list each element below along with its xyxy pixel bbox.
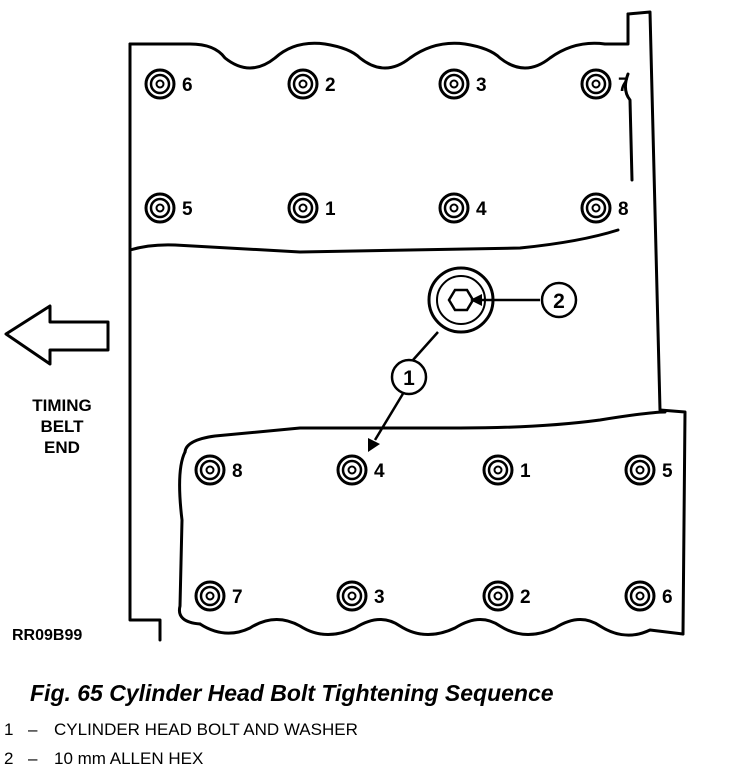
legend-text: CYLINDER HEAD BOLT AND WASHER xyxy=(54,720,358,739)
lower-head-bottom-edge xyxy=(198,618,685,637)
bolt: 7 xyxy=(194,580,243,612)
bolt-ring xyxy=(292,197,314,219)
bolt-ring xyxy=(449,203,459,213)
bolt-sequence-number: 4 xyxy=(476,199,487,220)
bolt-ring xyxy=(347,591,357,601)
bolt-sequence-number: 5 xyxy=(182,199,193,220)
bolt: 7 xyxy=(580,68,629,100)
bolt-sequence-number: 7 xyxy=(232,587,243,608)
bolt-ring xyxy=(635,591,645,601)
bolt-ring xyxy=(487,585,509,607)
bolt-ring xyxy=(205,465,215,475)
bolt-ring xyxy=(585,73,607,95)
bolt-sequence-number: 5 xyxy=(662,461,673,482)
engine-block-outline xyxy=(128,42,162,642)
bolt: 5 xyxy=(624,454,673,486)
legend-dash: – xyxy=(28,749,38,768)
callout-1-label: 1 xyxy=(403,367,415,390)
bolt-ring xyxy=(149,197,171,219)
callout-2-arrowhead-icon xyxy=(470,294,482,306)
callout-1-leader-lower xyxy=(373,391,406,441)
bolt: 4 xyxy=(438,192,487,224)
timing-label-line-3: END xyxy=(44,438,80,457)
bolt-ring xyxy=(629,459,651,481)
bolt-ring xyxy=(585,197,607,219)
bolt-sequence-number: 3 xyxy=(374,587,385,608)
figure-code: RR09B99 xyxy=(12,627,82,644)
bolt-sequence-number: 1 xyxy=(520,461,531,482)
bolt: 5 xyxy=(144,192,193,224)
bolt-ring xyxy=(149,73,171,95)
bolt-ring xyxy=(199,459,221,481)
figure-caption: Fig. 65 Cylinder Head Bolt Tightening Se… xyxy=(30,680,554,706)
bolt: 1 xyxy=(287,192,336,224)
bolt-ring xyxy=(341,459,363,481)
bolt-ring xyxy=(298,79,308,89)
bolt-ring xyxy=(629,585,651,607)
bolt: 3 xyxy=(336,580,385,612)
bolt: 3 xyxy=(438,68,487,100)
bolt: 6 xyxy=(624,580,673,612)
bolt-ring xyxy=(493,591,503,601)
bolt-ring xyxy=(493,465,503,475)
bolt-sequence-number: 2 xyxy=(325,75,336,96)
bolt-sequence-number: 6 xyxy=(182,75,193,96)
timing-label-line-1: TIMING xyxy=(32,396,92,415)
timing-label-line-2: BELT xyxy=(40,417,84,436)
bolt: 8 xyxy=(194,454,243,486)
bolt: 2 xyxy=(287,68,336,100)
bolt-ring xyxy=(298,203,308,213)
lower-head-left-edge xyxy=(177,450,202,626)
callout-2-circle xyxy=(540,281,578,319)
upper-head-right-edge xyxy=(623,72,634,182)
legend-number: 1 xyxy=(4,720,14,739)
bolt-ring xyxy=(487,459,509,481)
bolt-sequence-number: 2 xyxy=(520,587,531,608)
bolt-sequence-number: 3 xyxy=(476,75,487,96)
bolt-ring xyxy=(347,465,357,475)
legend-item: 1–CYLINDER HEAD BOLT AND WASHER xyxy=(4,720,358,740)
bolt-ring xyxy=(155,203,165,213)
callout-1-arrowhead-icon xyxy=(368,438,380,452)
bolt-sequence-number: 1 xyxy=(325,199,336,220)
bolt-ring xyxy=(155,79,165,89)
bolt-ring xyxy=(341,585,363,607)
bolt-ring xyxy=(443,197,465,219)
upper-head-lower-edge xyxy=(128,228,620,254)
legend-item: 2–10 mm ALLEN HEX xyxy=(4,749,203,769)
bolt: 6 xyxy=(144,68,193,100)
bolt-sequence-number: 6 xyxy=(662,587,673,608)
bolt-ring xyxy=(199,585,221,607)
legend-dash: – xyxy=(28,720,38,739)
timing-belt-arrow-icon xyxy=(4,304,110,366)
bolt-sequence-number: 8 xyxy=(232,461,243,482)
legend-text: 10 mm ALLEN HEX xyxy=(54,749,204,768)
bolt-ring xyxy=(292,73,314,95)
cylinder-head-diagram: 6 2 3 7 5 1 4 8 8 4 1 5 7 3 2 6 2 1 TIMING BELT END RR0… xyxy=(4,10,687,644)
bolt: 1 xyxy=(482,454,531,486)
lower-head-outline xyxy=(183,410,667,454)
bolt: 8 xyxy=(580,192,629,224)
bolt-ring xyxy=(635,465,645,475)
bolt-ring xyxy=(591,79,601,89)
upper-head-outline xyxy=(128,12,630,70)
bolt-ring xyxy=(449,79,459,89)
bolt-sequence-number: 8 xyxy=(618,199,629,220)
callout-1-circle xyxy=(390,358,428,396)
bolt: 4 xyxy=(336,454,385,486)
bolt-ring xyxy=(443,73,465,95)
bolt: 2 xyxy=(482,580,531,612)
bolt-ring xyxy=(205,591,215,601)
block-right-edge xyxy=(626,10,687,636)
legend-number: 2 xyxy=(4,749,14,768)
callout-2-label: 2 xyxy=(553,290,565,313)
bolt-ring xyxy=(591,203,601,213)
bolt-sequence-number: 4 xyxy=(374,461,385,482)
callout-1-leader-upper xyxy=(412,331,439,361)
hex-socket-icon xyxy=(447,288,475,312)
bolt-sequence-number: 7 xyxy=(618,75,629,96)
